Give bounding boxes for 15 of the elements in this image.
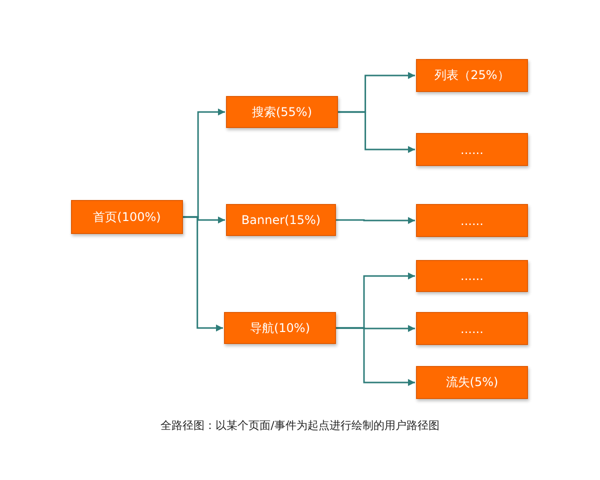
- process-box: 流失(5%): [416, 366, 528, 399]
- process-box: 首页(100%): [71, 200, 183, 234]
- process-box: Banner(15%): [226, 204, 336, 236]
- process-box: ......: [416, 133, 528, 166]
- process-box: ......: [416, 260, 528, 292]
- process-box: ......: [416, 312, 528, 345]
- arrow: [336, 327, 415, 386]
- process-box: ......: [416, 204, 528, 237]
- arrow: [336, 217, 415, 224]
- process-box: 搜索(55%): [226, 96, 338, 128]
- process-box: 导航(10%): [224, 312, 336, 344]
- arrow: [338, 111, 415, 153]
- process-box: 列表（25%）: [416, 59, 528, 92]
- arrow: [183, 216, 223, 332]
- caption: 全路径图：以某个页面/事件为起点进行绘制的用户路径图: [160, 418, 440, 433]
